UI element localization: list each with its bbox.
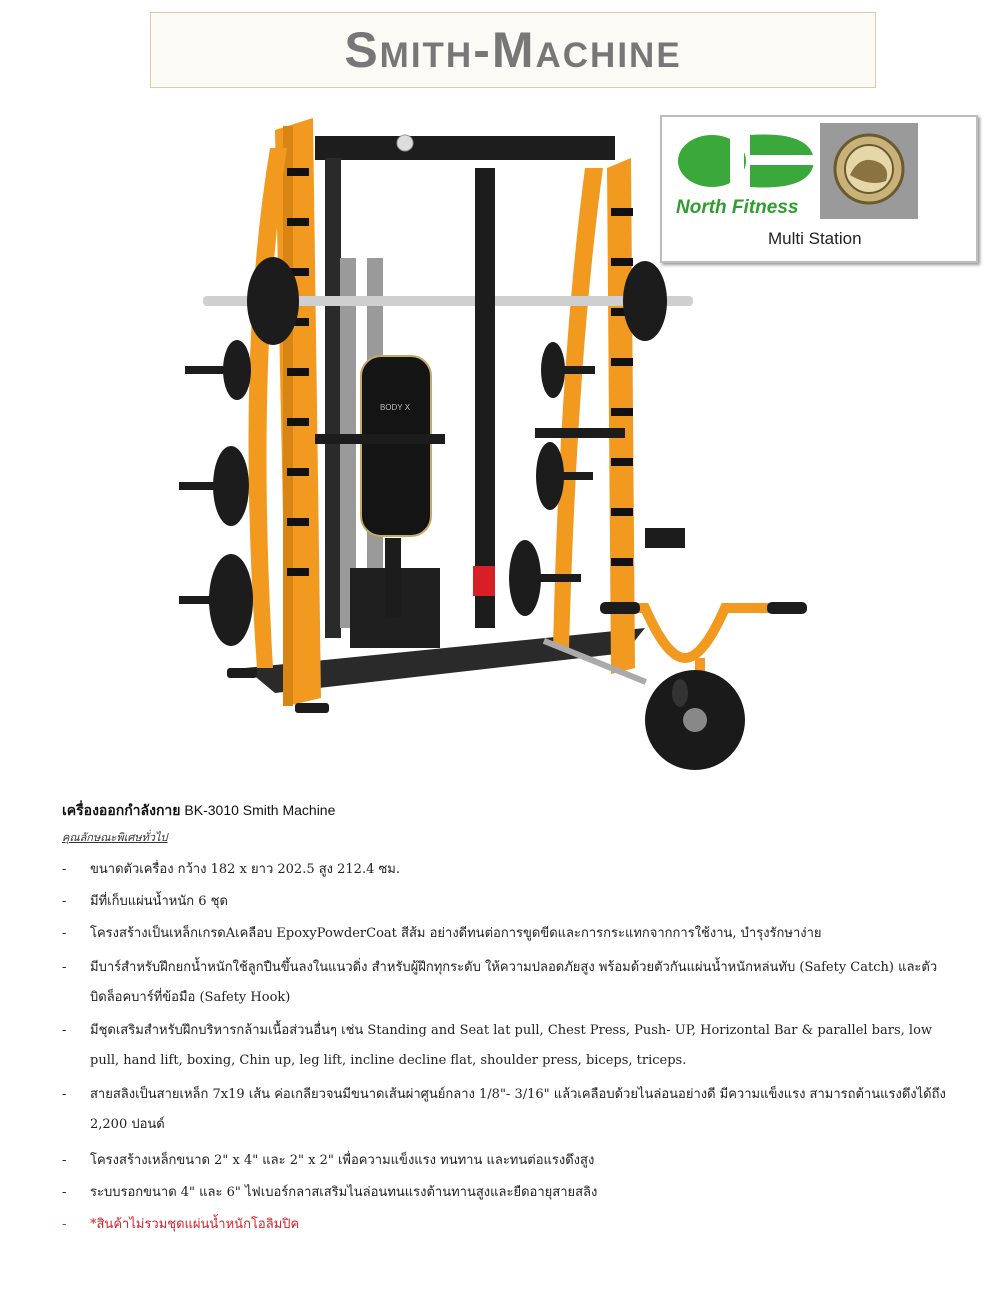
spec-text: โครงสร้างเป็นเหล็กเกรดAเคลือบ EpoxyPowde… <box>90 926 822 941</box>
product-heading: เครื่องออกกำลังกาย BK-3010 Smith Machine <box>62 800 335 822</box>
spec-text: ขนาดตัวเครื่อง กว้าง 182 x ยาว 202.5 สูง… <box>90 862 401 877</box>
note-text: *สินค้าไม่รวมชุดแผ่นน้ำหนักโอลิมปิค <box>90 1217 300 1232</box>
certification-seal-icon <box>820 123 918 219</box>
spec-dash: - <box>62 1217 67 1232</box>
spec-text: มีชุดเสริมสำหรับฝึกบริหารกล้ามเนื้อส่วนอ… <box>90 1023 933 1068</box>
spec-dash: - <box>62 926 67 941</box>
machine-brand-label: BODY X <box>380 403 411 412</box>
logo-subtitle: Multi Station <box>768 229 862 248</box>
spec-dash: - <box>62 1185 67 1200</box>
logo-brand-text: North Fitness <box>676 197 799 218</box>
spec-text: มีบาร์สำหรับฝึกยกน้ำหนักใช้ลูกปืนขึ้นลงใ… <box>90 960 938 1005</box>
title-banner: Smith-Machine <box>150 12 876 88</box>
spec-dash: - <box>62 1023 67 1038</box>
section-heading: คุณลักษณะพิเศษทั่วไป <box>62 831 168 844</box>
spec-text: ระบบรอกขนาด 4" และ 6" ไฟเบอร์กลาสเสริมไน… <box>90 1185 598 1200</box>
spec-text: สายสลิงเป็นสายเหล็ก 7x19 เส้น ค่อเกลียวจ… <box>90 1087 946 1132</box>
page-title: Smith-Machine <box>344 22 682 78</box>
spec-dash: - <box>62 894 67 909</box>
brand-logo-box: North Fitness Multi Station <box>660 115 978 263</box>
product-model: BK-3010 Smith Machine <box>184 802 336 818</box>
spec-text: มีที่เก็บแผ่นน้ำหนัก 6 ชุด <box>90 894 228 909</box>
smith-machine-illustration: BODY X <box>179 118 807 770</box>
north-fitness-logo-icon <box>678 129 814 193</box>
spec-dash: - <box>62 1087 67 1102</box>
spec-dash: - <box>62 960 67 975</box>
spec-dash: - <box>62 1153 67 1168</box>
spec-text: โครงสร้างเหล็กขนาด 2" x 4" และ 2" x 2" เ… <box>90 1153 595 1168</box>
product-heading-thai: เครื่องออกกำลังกาย <box>62 802 181 818</box>
spec-dash: - <box>62 862 67 877</box>
